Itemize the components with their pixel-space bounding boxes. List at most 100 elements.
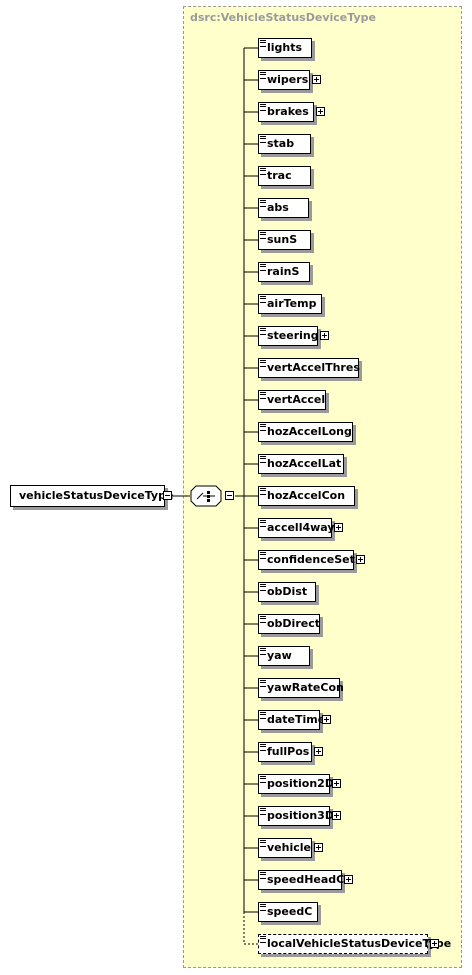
type-title: dsrc:VehicleStatusDeviceType [190,11,376,24]
expand-icon[interactable] [312,75,321,84]
element-icon [260,104,266,111]
element-label: position2D [267,777,334,790]
element-icon [260,808,266,815]
element-label: position3D [267,809,334,822]
element-icon [260,520,266,527]
element-localVehicleStatusDeviceType[interactable]: localVehicleStatusDeviceType [258,934,451,954]
sequence-compositor-icon[interactable] [190,485,222,507]
element-icon [260,680,266,687]
element-lights[interactable]: lights [258,38,312,58]
element-label: wipers [267,73,309,86]
expand-icon[interactable] [320,331,329,340]
element-label: confidenceSet [267,553,355,566]
element-label: lights [267,41,303,54]
element-label: hozAccelLong [267,425,352,438]
element-vertAccelThres[interactable]: vertAccelThres [258,358,360,378]
element-label: vertAccel [267,393,326,406]
expand-icon[interactable] [314,747,323,756]
element-icon [260,136,266,143]
element-label: rainS [267,265,300,278]
element-hozAccelLat[interactable]: hozAccelLat [258,454,344,474]
element-label: localVehicleStatusDeviceType [267,937,452,950]
element-brakes[interactable]: brakes [258,102,314,122]
element-label: speedC [267,905,313,918]
element-yaw[interactable]: yaw [258,646,310,666]
element-label: dateTime [267,713,326,726]
element-hozAccelCon[interactable]: hozAccelCon [258,486,355,506]
element-position3D[interactable]: position3D [258,806,334,826]
element-icon [260,872,266,879]
expand-icon[interactable] [344,875,353,884]
expand-icon[interactable] [332,811,341,820]
element-icon [260,552,266,559]
element-icon [260,392,266,399]
element-icon [260,264,266,271]
element-label: accell4way [267,521,335,534]
element-icon [260,72,266,79]
element-label: abs [267,201,289,214]
element-speedHeadC[interactable]: speedHeadC [258,870,345,890]
expand-icon[interactable] [334,523,343,532]
element-icon [260,424,266,431]
element-vertAccel[interactable]: vertAccel [258,390,326,410]
element-icon [260,584,266,591]
element-position2D[interactable]: position2D [258,774,334,794]
element-label: vertAccelThres [267,361,360,374]
expand-icon[interactable] [316,107,325,116]
element-stab[interactable]: stab [258,134,311,154]
element-speedC[interactable]: speedC [258,902,318,922]
element-vehicle[interactable]: vehicle [258,838,312,858]
element-label: hozAccelLat [267,457,342,470]
element-label: yawRateCon [267,681,344,694]
element-icon [260,328,266,335]
element-yawRateCon[interactable]: yawRateCon [258,678,344,698]
element-icon [260,296,266,303]
element-wipers[interactable]: wipers [258,70,310,90]
element-obDist[interactable]: obDist [258,582,316,602]
element-sunS[interactable]: sunS [258,230,311,250]
element-confidenceSet[interactable]: confidenceSet [258,550,355,570]
element-obDirect[interactable]: obDirect [258,614,320,634]
element-icon [260,200,266,207]
root-element-label: vehicleStatusDeviceType [19,489,174,502]
element-icon [260,776,266,783]
element-airTemp[interactable]: airTemp [258,294,322,314]
expand-icon[interactable] [322,715,331,724]
expand-icon[interactable] [332,779,341,788]
element-label: speedHeadC [267,873,345,886]
element-label: obDist [267,585,308,598]
element-label: yaw [267,649,292,662]
expand-icon[interactable] [356,555,365,564]
element-label: vehicle [267,841,311,854]
element-icon [260,840,266,847]
element-fullPos[interactable]: fullPos [258,742,312,762]
element-accell4way[interactable]: accell4way [258,518,335,538]
element-icon [260,936,266,943]
element-icon [260,744,266,751]
element-steering[interactable]: steering [258,326,319,346]
element-trac[interactable]: trac [258,166,311,186]
element-icon [260,712,266,719]
expand-icon[interactable] [430,939,439,948]
element-rainS[interactable]: rainS [258,262,310,282]
element-icon [260,904,266,911]
collapse-root-icon[interactable] [163,491,172,500]
expand-icon[interactable] [314,843,323,852]
element-label: brakes [267,105,309,118]
element-icon [260,616,266,623]
element-icon [260,456,266,463]
element-icon [260,40,266,47]
element-label: hozAccelCon [267,489,346,502]
element-abs[interactable]: abs [258,198,309,218]
element-icon [260,168,266,175]
element-icon [260,232,266,239]
element-dateTime[interactable]: dateTime [258,710,325,730]
element-hozAccelLong[interactable]: hozAccelLong [258,422,353,442]
collapse-sequence-icon[interactable] [225,491,234,500]
element-label: steering [267,329,319,342]
root-element[interactable]: vehicleStatusDeviceType [10,485,173,507]
element-icon [260,360,266,367]
element-label: obDirect [267,617,320,630]
element-label: fullPos [267,745,310,758]
